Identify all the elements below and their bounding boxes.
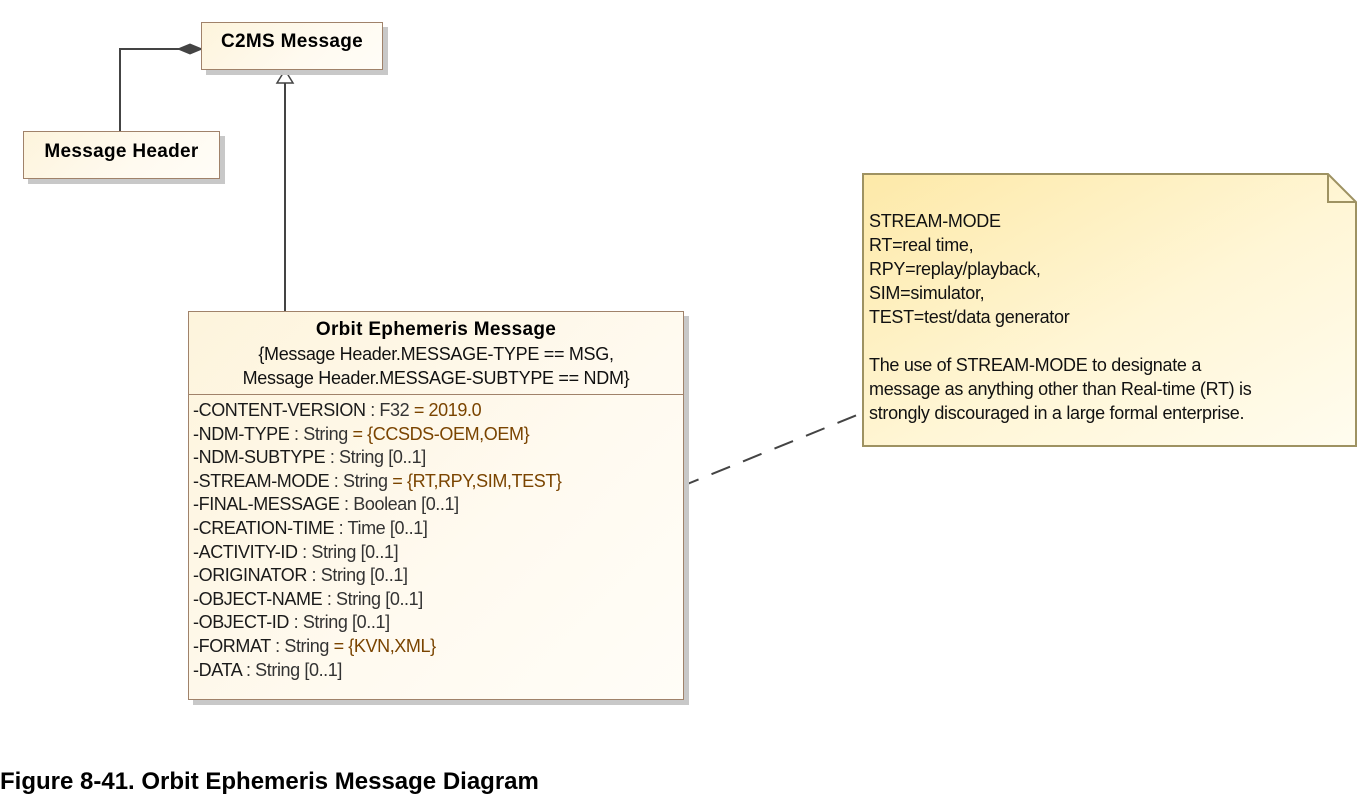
attribute-type: : F32 [365, 400, 410, 420]
generalization-arrow-icon [275, 68, 295, 84]
attribute-name: -NDM-SUBTYPE [193, 447, 326, 468]
constraint-line: Message Header.MESSAGE-SUBTYPE == NDM} [242, 368, 630, 388]
attribute-row[interactable]: -CONTENT-VERSION : F32 = 2019.0 [193, 399, 683, 423]
attribute-name: -FINAL-MESSAGE [193, 494, 340, 515]
compartment-divider [189, 394, 683, 395]
note-line: TEST=test/data generator [869, 307, 1070, 327]
class-message-header[interactable]: Message Header [23, 131, 220, 179]
note-line [869, 329, 1251, 353]
attribute-row[interactable]: -OBJECT-NAME : String [0..1] [193, 588, 683, 612]
class-orbit-ephemeris-message[interactable]: Orbit Ephemeris Message {Message Header.… [188, 311, 684, 700]
attribute-type: : Time [0..1] [334, 517, 428, 538]
note-line: STREAM-MODE [869, 211, 1001, 231]
composition-diamond-icon [176, 43, 204, 55]
attribute-row[interactable]: -CREATION-TIME : Time [0..1] [193, 517, 683, 541]
note-line: message as anything other than Real-time… [869, 379, 1252, 399]
note-line: SIM=simulator, [869, 283, 985, 303]
note-body: STREAM-MODE RT=real time, RPY=replay/playb… [869, 209, 1252, 425]
note-shape [862, 173, 1357, 447]
attribute-name: -ORIGINATOR [193, 565, 307, 586]
attribute-name: -FORMAT [193, 635, 271, 656]
attribute-row[interactable]: -NDM-TYPE : String = {CCSDS-OEM,OEM} [193, 423, 683, 447]
note-line: RPY=replay/playback, [869, 259, 1041, 279]
composition-line[interactable] [119, 48, 180, 131]
attribute-type: : Boolean [0..1] [339, 494, 459, 515]
attribute-row[interactable]: -OBJECT-ID : String [0..1] [193, 611, 683, 635]
attribute-value: = 2019.0 [409, 400, 482, 420]
attribute-type: : String [0..1] [322, 588, 423, 609]
attribute-name: -STREAM-MODE [193, 470, 330, 491]
attribute-compartment: -CONTENT-VERSION : F32 = 2019.0-NDM-TYPE… [189, 395, 683, 682]
note-line: The use of STREAM-MODE to designate a [869, 355, 1202, 375]
attribute-name: -OBJECT-NAME [193, 588, 323, 609]
attribute-name: -NDM-TYPE [193, 423, 290, 444]
attribute-value: = {KVN,XML} [328, 635, 437, 656]
attribute-type: : String [0..1] [289, 612, 390, 633]
class-name: Message Header [44, 141, 199, 162]
note-line: strongly discouraged in a large formal e… [869, 403, 1245, 423]
attribute-name: -ACTIVITY-ID [193, 541, 298, 562]
attribute-row[interactable]: -FINAL-MESSAGE : Boolean [0..1] [193, 493, 683, 517]
attribute-row[interactable]: -DATA : String [0..1] [193, 659, 683, 683]
attribute-type: : String [0..1] [325, 447, 426, 468]
attribute-row[interactable]: -STREAM-MODE : String = {RT,RPY,SIM,TEST… [193, 470, 683, 494]
attribute-type: : String [0..1] [241, 659, 342, 680]
note-line: RT=real time, [869, 235, 974, 255]
class-name: Orbit Ephemeris Message [315, 319, 557, 340]
note-anchor-line[interactable] [679, 412, 863, 488]
attribute-type: : String [0..1] [297, 541, 399, 562]
attribute-name: -CONTENT-VERSION [193, 400, 366, 420]
attribute-value: = {RT,RPY,SIM,TEST} [387, 470, 562, 491]
figure-caption: Figure 8-41. Orbit Ephemeris Message Dia… [0, 768, 539, 795]
attribute-name: -CREATION-TIME [193, 517, 335, 538]
note-stream-mode[interactable]: STREAM-MODE RT=real time, RPY=replay/playb… [862, 173, 1358, 448]
class-c2ms-message[interactable]: C2MS Message [201, 22, 383, 70]
attribute-name: -DATA [193, 659, 242, 680]
attribute-row[interactable]: -NDM-SUBTYPE : String [0..1] [193, 446, 683, 470]
attribute-row[interactable]: -ORIGINATOR : String [0..1] [193, 564, 683, 588]
class-name: C2MS Message [221, 31, 363, 52]
constraint-line: {Message Header.MESSAGE-TYPE == MSG, [258, 344, 614, 364]
attribute-row[interactable]: -ACTIVITY-ID : String [0..1] [193, 541, 683, 565]
class-constraint: {Message Header.MESSAGE-TYPE == MSG, Mes… [189, 342, 683, 390]
attribute-type: : String [270, 635, 329, 656]
attribute-type: : String [289, 423, 348, 444]
attribute-name: -OBJECT-ID [193, 612, 290, 633]
attribute-type: : String [0..1] [306, 565, 408, 586]
attribute-value: = {CCSDS-OEM,OEM} [347, 423, 530, 444]
attribute-row[interactable]: -FORMAT : String = {KVN,XML} [193, 635, 683, 659]
attribute-type: : String [329, 470, 388, 491]
